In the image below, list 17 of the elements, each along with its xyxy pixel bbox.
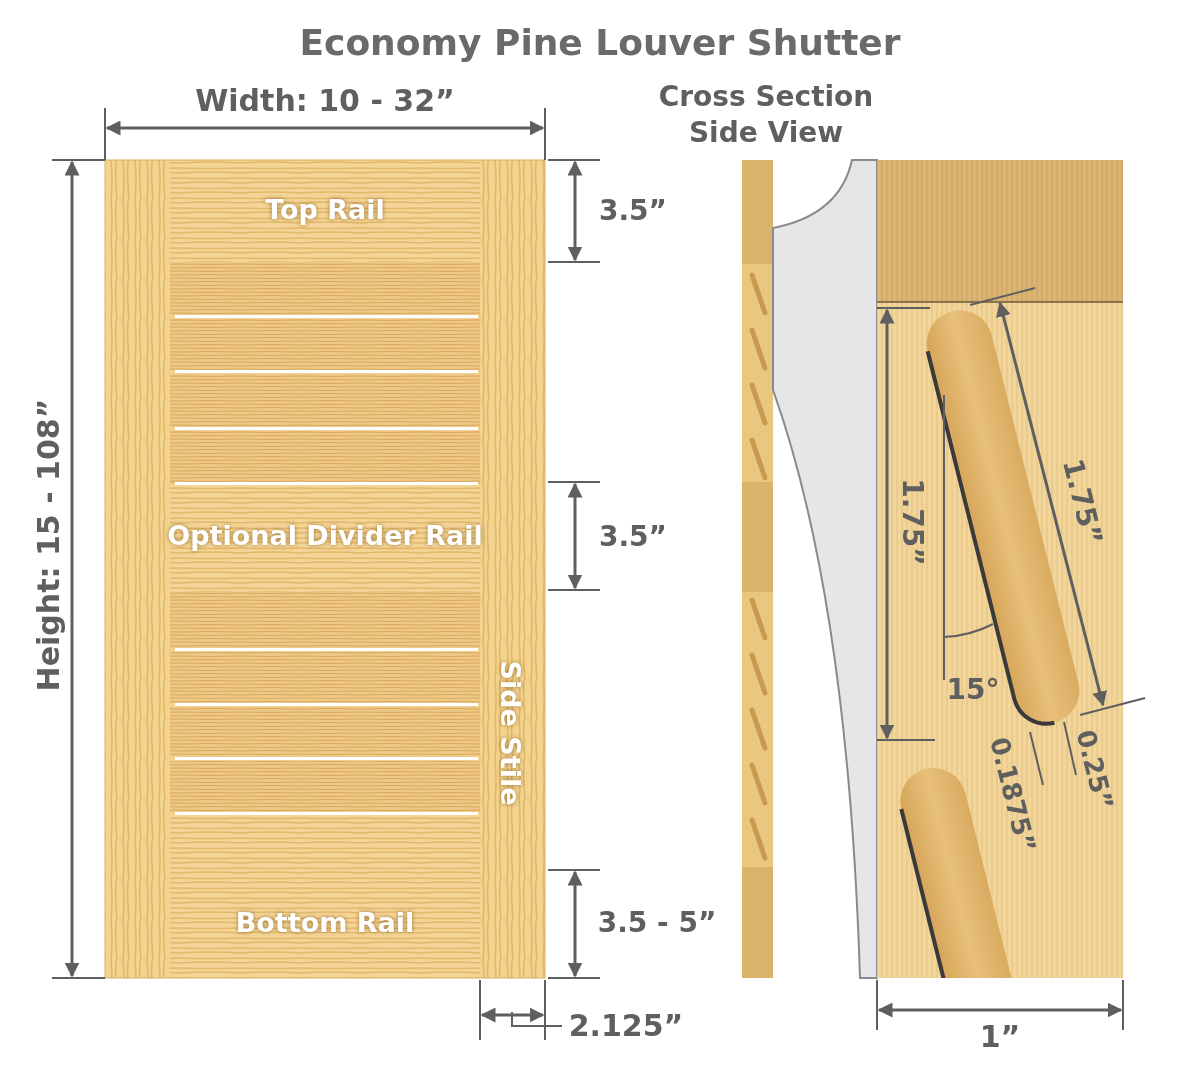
dimension-label: 1.75” <box>895 478 931 566</box>
part-label: Bottom Rail <box>235 906 415 941</box>
dimension-label: 1” <box>979 1017 1021 1056</box>
dimension-label: 3.5 - 5” <box>597 904 717 941</box>
dimension-label: 3.5” <box>599 518 667 555</box>
dimension-label: Height: 15 - 108” <box>29 398 67 692</box>
dimension-label: 1.75” <box>1055 455 1111 549</box>
dimension-label: Width: 10 - 32” <box>195 81 455 120</box>
part-label: Side Stile <box>493 660 527 806</box>
diagram-title: Economy Pine Louver Shutter <box>298 22 902 63</box>
dimension-label: Cross Section Side View <box>657 78 875 151</box>
dimension-label: 15° <box>946 671 1000 708</box>
dimension-label: 0.25” <box>1069 726 1121 814</box>
part-label: Optional Divider Rail <box>167 519 483 554</box>
dimension-label: 2.125” <box>568 1006 684 1045</box>
part-label: Top Rail <box>265 193 385 228</box>
dimension-label: 3.5” <box>599 192 667 229</box>
